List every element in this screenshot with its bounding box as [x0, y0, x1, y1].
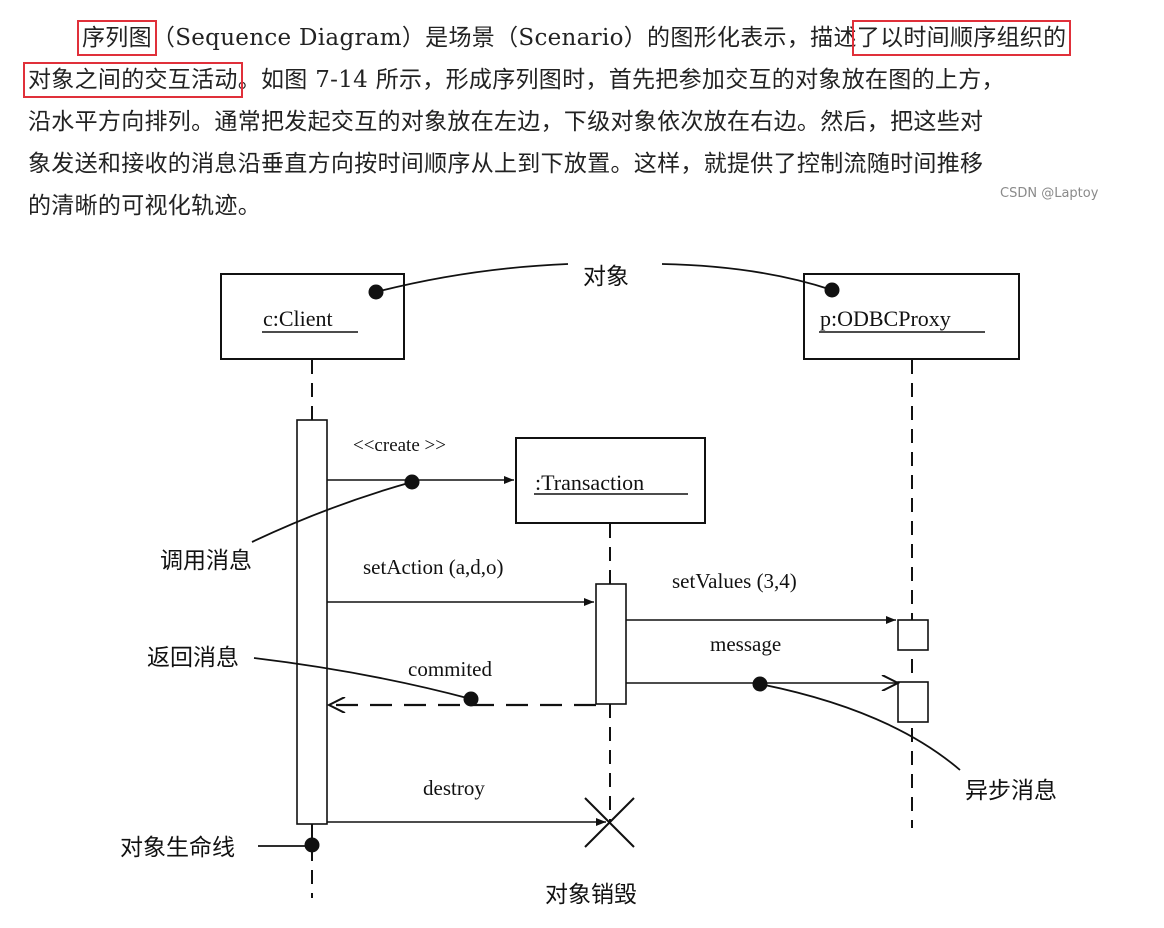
- set-values-message-label: setValues (3,4): [672, 569, 797, 593]
- return-message-dot: [463, 691, 479, 707]
- transaction-object-label: :Transaction: [535, 470, 644, 495]
- object-callout-dot-client: [368, 284, 384, 300]
- highlight-phrase-end: 对象之间的交互活动: [23, 62, 243, 98]
- paragraph-text: （Sequence Diagram）是场景（Scenario）的图形化表示，描述: [151, 25, 857, 51]
- highlight-phrase-start: 了以时间顺序组织的: [851, 20, 1072, 56]
- paragraph-line-5: 的清晰的可视化轨迹。: [28, 193, 261, 219]
- proxy-activation-bar-2: [897, 681, 929, 723]
- destroy-message-label: destroy: [423, 776, 485, 800]
- call-message-callout-label: 调用消息: [160, 548, 252, 573]
- destruction-x-icon: [584, 797, 635, 848]
- lifeline-dot: [304, 837, 320, 853]
- paragraph-line-3: 沿水平方向排列。通常把发起交互的对象放在左边，下级对象依次放在右边。然后，把这些…: [28, 109, 984, 135]
- object-callout-dot-proxy: [824, 282, 840, 298]
- set-action-message-label: setAction (a,d,o): [363, 555, 504, 579]
- client-object-label: c:Client: [263, 306, 333, 331]
- destruction-callout-label: 对象销毁: [545, 882, 637, 907]
- paragraph-line-2: 对象之间的交互活动。如图 7-14 所示，形成序列图时，首先把参加交互的对象放在…: [23, 60, 1005, 100]
- paragraph-text: 。如图 7-14 所示，形成序列图时，首先把参加交互的对象放在图的上方，: [237, 67, 1005, 93]
- async-message-dot: [752, 676, 768, 692]
- proxy-object-label: p:ODBCProxy: [820, 306, 951, 331]
- async-message-callout-label: 异步消息: [965, 778, 1057, 803]
- object-callout-pointer-left: [375, 263, 569, 293]
- client-activation-bar: [296, 419, 328, 825]
- create-message-label: <<create >>: [353, 435, 446, 456]
- paragraph-line-1: 序列图（Sequence Diagram）是场景（Scenario）的图形化表示…: [28, 18, 1072, 58]
- object-callout-pointer-right: [661, 263, 833, 291]
- highlight-term: 序列图: [77, 20, 157, 56]
- return-message-pointer: [253, 657, 472, 700]
- paragraph-line-4: 象发送和接收的消息沿垂直方向按时间顺序从上到下放置。这样，就提供了控制流随时间推…: [28, 151, 984, 177]
- async-message-pointer: [759, 683, 961, 771]
- transaction-activation-bar: [595, 583, 627, 705]
- client-object-box: [220, 273, 405, 360]
- lifeline-callout-label: 对象生命线: [120, 835, 235, 860]
- proxy-activation-bar-1: [897, 619, 929, 651]
- async-message-label: message: [710, 632, 781, 656]
- return-message-label: commited: [408, 657, 492, 681]
- transaction-object-box: [515, 437, 706, 524]
- proxy-object-box: [803, 273, 1020, 360]
- call-message-pointer: [251, 481, 413, 543]
- return-message-callout-label: 返回消息: [147, 645, 239, 670]
- watermark: CSDN @Laptoy: [1000, 186, 1099, 201]
- call-message-dot: [404, 474, 420, 490]
- object-callout-label: 对象: [583, 264, 629, 289]
